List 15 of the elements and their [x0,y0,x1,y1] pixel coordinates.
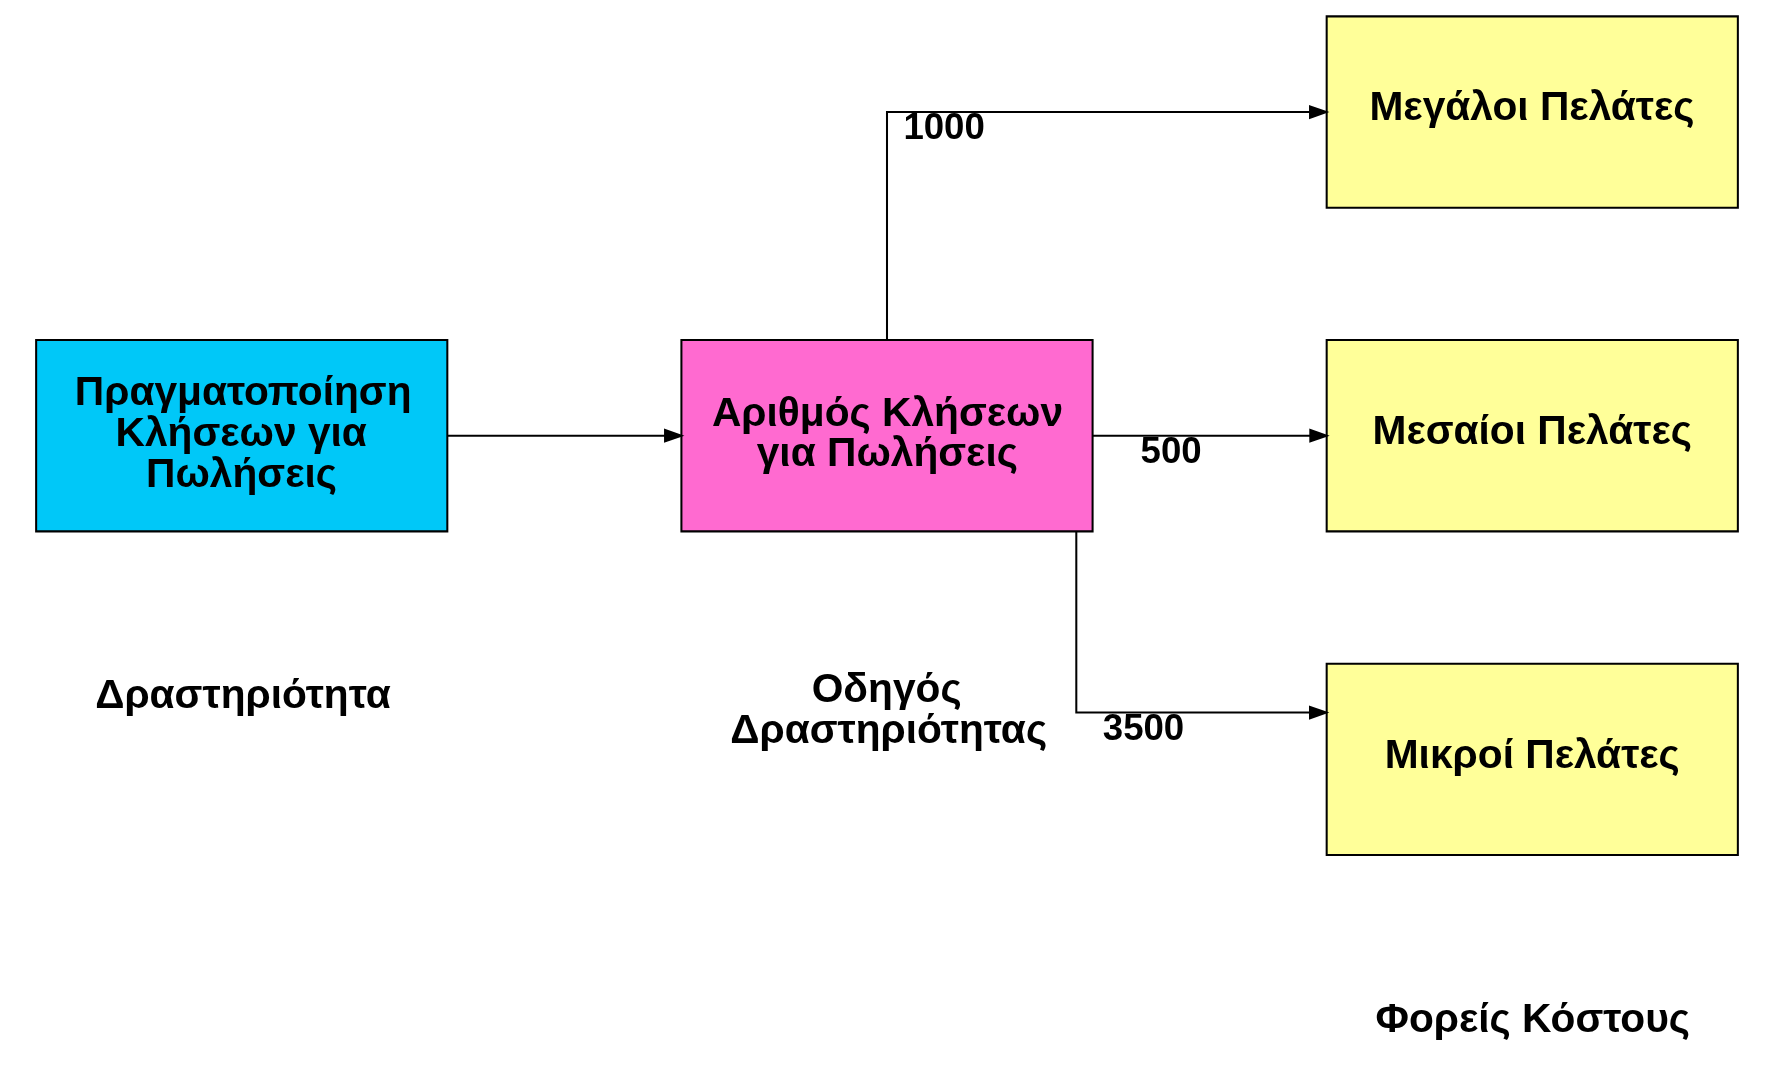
arrow [1074,531,1329,720]
node-box: Μικροί Πελάτες [1325,662,1739,857]
node-box: Μεγάλοι Πελάτες [1325,15,1739,209]
node-box: Μεσαίοι Πελάτες [1325,339,1739,533]
node-box: Αριθμός Κλήσεων για Πωλήσεις [679,339,1094,533]
edge-label: 500 [1140,429,1202,471]
edge-label: 3500 [1102,706,1184,748]
arrow [1092,428,1330,443]
node-box: Πραγματοποίηση Κλήσεων για Πωλήσεις [34,339,448,533]
label: Δραστηριότητα [94,671,391,718]
arrow [885,104,1329,340]
edge-label: 1000 [902,106,985,148]
arrow [447,428,684,443]
label: Φορείς Κόστους [1375,995,1690,1042]
label: Οδηγός Δραστηριότητας [729,665,1047,753]
